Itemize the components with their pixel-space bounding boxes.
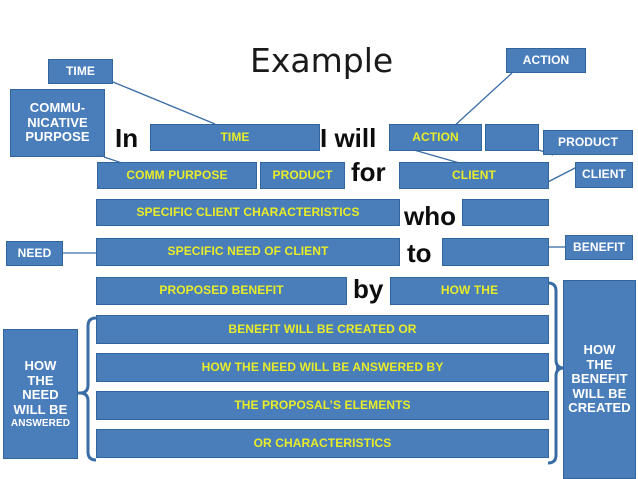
how-need-line-5: ANSWERED [10,417,71,429]
outer-label-communicative-purpose[interactable]: COMMU- NICATIVE PURPOSE [10,89,105,157]
left-brace [79,316,97,462]
slot-specific-need-of-client-text: SPECIFIC NEED OF CLIENT [167,244,329,259]
slot-benefit-will-be-created-or[interactable]: BENEFIT WILL BE CREATED OR [96,315,549,344]
outer-label-how-benefit-created[interactable]: HOW THE BENEFIT WILL BE CREATED [563,280,636,479]
outer-label-need-text: NEED [17,245,52,260]
word-in: In [115,123,139,153]
how-benefit-line-5: CREATED [568,400,631,416]
word-i-will: I will [320,123,377,153]
word-to: to [407,238,432,268]
slot-the-proposals-elements-text: THE PROPOSAL’S ELEMENTS [234,397,411,412]
how-need-line-3: NEED [22,387,59,403]
outer-label-client-text: CLIENT [582,167,626,182]
how-need-line-2: THE [27,372,54,388]
how-need-line-4: WILL BE [13,401,68,417]
comm-purpose-line-2: NICATIVE [27,114,88,130]
page-title: Example [250,41,394,80]
outer-label-how-need-answered[interactable]: HOW THE NEED WILL BE ANSWERED [3,329,78,459]
outer-label-action-text: ACTION [522,52,570,67]
slot-benefit-will-be-created-or-text: BENEFIT WILL BE CREATED OR [228,321,417,336]
slot-proposed-benefit-text: PROPOSED BENEFIT [159,283,284,298]
outer-label-product-text: PRODUCT [557,134,619,149]
slot-specific-client-characteristics[interactable]: SPECIFIC CLIENT CHARACTERISTICS [96,199,400,226]
slot-comm-purpose-text: COMM PURPOSE [126,167,228,182]
slot-client-text: CLIENT [452,167,496,182]
slot-or-characteristics-text: OR CHARACTERISTICS [253,435,392,450]
outer-label-action[interactable]: ACTION [506,48,586,73]
slot-blank-after-action[interactable] [485,124,539,151]
slot-how-the-text: HOW THE [440,283,499,298]
outer-label-client[interactable]: CLIENT [575,162,633,188]
slot-product-text: PRODUCT [272,167,333,182]
slot-client[interactable]: CLIENT [399,162,549,189]
comm-purpose-line-1: COMMU- [29,100,86,116]
how-benefit-line-4: WILL BE [572,385,627,401]
connector-action [451,72,513,129]
slot-time-text: TIME [220,129,250,144]
word-by: by [353,274,384,304]
slot-comm-purpose[interactable]: COMM PURPOSE [97,162,257,189]
slot-or-characteristics[interactable]: OR CHARACTERISTICS [96,429,549,458]
connector-time [112,81,216,125]
how-benefit-line-2: THE [586,356,613,372]
slot-action-text: ACTION [412,129,459,144]
slot-blank-after-who[interactable] [462,199,549,226]
right-brace [547,281,565,465]
outer-label-time-text: TIME [65,63,96,78]
how-benefit-line-1: HOW [583,342,616,358]
how-need-line-1: HOW [24,358,57,374]
slot-blank-after-to-visible[interactable] [442,238,549,266]
slot-proposed-benefit[interactable]: PROPOSED BENEFIT [96,277,347,305]
slot-product[interactable]: PRODUCT [260,162,345,189]
outer-label-time[interactable]: TIME [48,59,113,84]
slot-time[interactable]: TIME [150,124,320,151]
slot-specific-client-characteristics-text: SPECIFIC CLIENT CHARACTERISTICS [136,204,360,219]
outer-label-need[interactable]: NEED [6,241,63,266]
word-for: for [351,157,386,187]
word-who: who [404,201,456,231]
how-benefit-line-3: BENEFIT [571,371,628,387]
comm-purpose-line-3: PURPOSE [25,129,90,145]
slot-how-the-need-will-be-answered-by-text: HOW THE NEED WILL BE ANSWERED BY [201,359,444,374]
outer-label-benefit-text: BENEFIT [572,239,626,254]
slot-how-the-need-will-be-answered-by[interactable]: HOW THE NEED WILL BE ANSWERED BY [96,353,549,382]
outer-label-product[interactable]: PRODUCT [543,130,633,155]
slot-specific-need-of-client[interactable]: SPECIFIC NEED OF CLIENT [96,238,400,266]
slot-the-proposals-elements[interactable]: THE PROPOSAL’S ELEMENTS [96,391,549,420]
slot-action[interactable]: ACTION [389,124,482,151]
slot-how-the[interactable]: HOW THE [390,277,549,305]
outer-label-benefit[interactable]: BENEFIT [565,235,633,260]
